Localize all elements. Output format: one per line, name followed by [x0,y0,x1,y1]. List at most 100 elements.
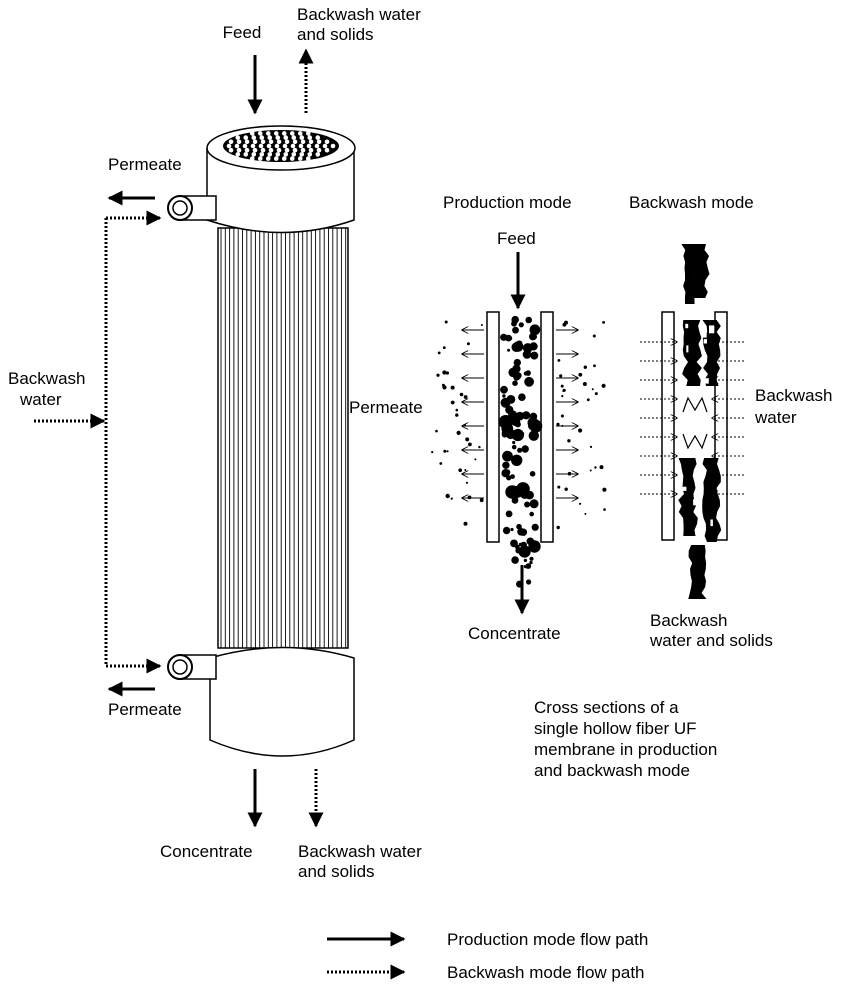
deposit-gap [682,486,687,491]
top-cap [206,148,355,234]
fiber-opening [297,156,303,161]
fiber-opening [258,143,264,149]
permeate-dot [455,408,459,412]
deposit-gap [688,415,692,422]
permeate-dot [439,462,443,465]
solid-particle [511,556,519,564]
fiber-opening [284,139,290,145]
backwash-out-label: Backwash water and solids [297,5,426,44]
solid-particle [522,411,531,420]
solid-particle [513,373,521,381]
permeate-dot [435,429,438,433]
permeate-dot [450,385,455,390]
fiber-opening [273,131,279,136]
solid-deposit [702,458,722,542]
fiber-opening [259,152,265,157]
fiber-opening [297,131,303,136]
fiber-opening [281,156,287,161]
fiber-opening [228,147,234,153]
solid-particle [519,548,525,554]
permeate-dot [592,334,596,338]
solid-particle [508,336,513,341]
permeate-dot [450,400,455,405]
fiber-opening [316,139,322,145]
permeate-dot [560,414,564,418]
permeate-dot [444,320,448,324]
solid-particle [510,474,515,479]
deposit-gap [686,345,689,353]
fiber-opening [260,147,266,153]
legend-production-label: Production mode flow path [447,930,648,949]
permeate-dot [567,471,572,476]
permeate-dot [478,445,481,449]
permeate-dot [456,430,461,435]
solid-particle [530,351,539,360]
solid-particle [519,528,528,536]
solid-particle [505,510,513,518]
deposit-gap [709,325,715,334]
hollow-fiber-bundle [220,228,347,648]
concentrate-label: Concentrate [160,842,253,861]
backwash-water-flow [640,342,744,494]
fiber-opening [267,135,273,140]
fiber-opening [251,135,257,140]
permeate-dot [464,469,467,471]
fiber-opening [257,131,263,136]
fiber-opening [235,135,241,140]
solid-particle [502,526,511,535]
solid-particle [524,376,534,387]
permeate-dot [586,398,590,402]
permeate-dot [591,388,594,391]
permeate-dot [450,497,453,500]
solid-particle [524,501,531,508]
fiber-opening [308,139,314,145]
backwash-water-label: Backwash water [754,386,837,427]
solid-particle [526,579,532,585]
fiber-opening [290,143,296,149]
fiber-opening [252,139,258,145]
solid-particle [512,380,518,387]
solid-particle [525,370,531,376]
deposit-gap [681,421,685,430]
fiber-opening [292,147,298,153]
fiber-opening [243,152,249,157]
fiber-opening [324,139,330,145]
solid-particle [511,315,519,324]
solid-particle [512,440,516,445]
solid-particle [521,445,529,453]
permeate-dot [567,439,571,443]
fiber-opening [265,131,271,136]
solid-particle [511,444,517,450]
permeate-flow [431,320,607,530]
fiber-opening [228,139,234,145]
backwash-membrane-wall-left [661,311,675,541]
permeate-dot [584,512,587,515]
fiber-opening [284,147,290,153]
feed-solids [498,315,543,588]
solid-deposit [690,244,710,298]
solid-particle [518,393,526,402]
permeate-port-top [167,195,217,221]
fiber-opening [226,143,232,149]
deposit-gap [699,437,704,443]
fiber-opening [244,147,250,153]
fiber-opening [236,139,242,145]
permeate-dot [583,365,587,369]
fiber-opening [275,135,281,140]
solid-particle [502,394,506,398]
solid-particle [523,565,528,569]
permeate-dot [445,371,449,375]
solid-particle [500,385,508,394]
permeate-dot [562,322,567,327]
permeate-dot [578,372,583,377]
solid-particle [527,417,539,429]
permeate-dot [599,465,604,470]
fiber-opening [260,139,266,145]
permeate-dot [579,502,582,505]
permeate-dot [594,466,597,469]
solid-particle [523,558,528,563]
top-cap-face [223,130,339,162]
module-body [217,227,349,649]
deposit-gap [702,378,709,384]
